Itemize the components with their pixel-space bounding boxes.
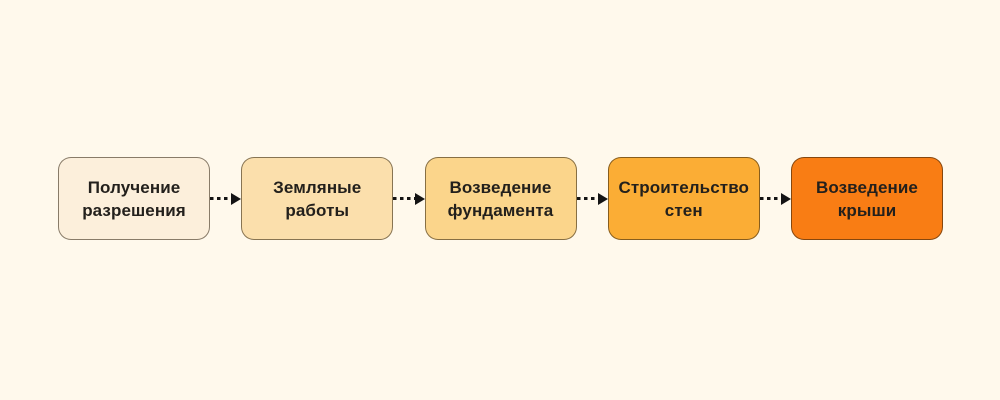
arrow-head-icon [781, 192, 791, 205]
flow-node-roof: Возведение крыши [791, 157, 943, 240]
arrow-head-icon [231, 192, 242, 205]
arrow-head-icon [414, 192, 425, 205]
process-flow: Получение разрешения Земляные работы Воз… [58, 157, 943, 240]
flow-node-walls: Строительство стен [607, 157, 760, 240]
flow-node-label: Строительство стен [618, 177, 750, 220]
dashed-arrow [393, 192, 425, 206]
flow-node-label: Возведение крыши [816, 177, 918, 220]
dashed-arrow [759, 192, 791, 206]
flow-node-label: Получение разрешения [82, 177, 186, 220]
arrow-head-icon [597, 192, 608, 205]
flow-node-earthworks: Земляные работы [241, 157, 394, 240]
dashed-line [393, 197, 416, 200]
flow-node-label: Возведение фундамента [447, 177, 554, 220]
dashed-line [576, 197, 599, 200]
dashed-line [210, 197, 233, 200]
flow-node-permit: Получение разрешения [58, 157, 210, 240]
flow-node-label: Земляные работы [273, 177, 362, 220]
dashed-line [759, 197, 782, 200]
dashed-arrow [576, 192, 608, 206]
dashed-arrow [210, 192, 242, 206]
flow-node-foundation: Возведение фундамента [424, 157, 577, 240]
